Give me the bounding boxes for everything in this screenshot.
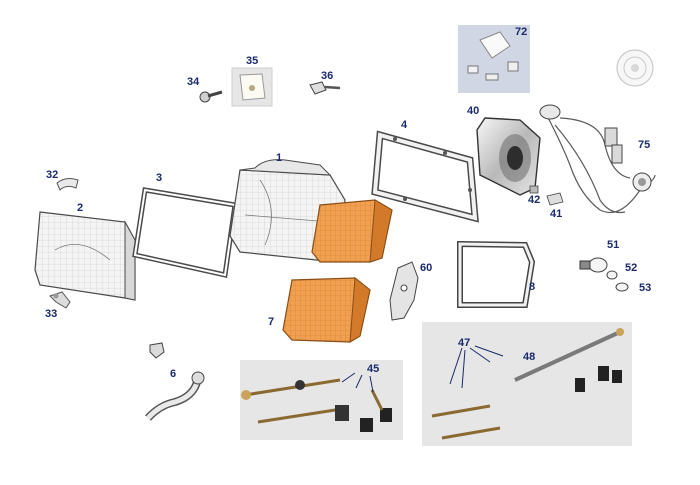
horn-part [616,49,654,87]
callout-label: 33 [45,308,57,320]
callout-label: 51 [607,239,619,251]
trim-frame-part [457,240,536,308]
callout-label: 75 [638,139,650,151]
bulb-part [579,257,608,273]
screw-part [199,90,223,103]
callout-label: 35 [246,55,258,67]
reflector-frame-part [371,130,479,223]
callout-label: 32 [46,169,58,181]
wiring-harness-part [539,104,656,214]
callout-label: 7 [268,316,274,328]
callout-label: 72 [515,26,527,38]
callout-label: 60 [420,262,432,274]
mounting-plate-part [389,261,419,321]
callout-label: 47 [458,337,470,349]
callout-label: 2 [77,202,83,214]
callout-label: 4 [401,119,408,131]
callout-label: 1 [276,152,282,164]
callout-label: 3 [156,172,162,184]
small-bulb-part [606,270,629,292]
amber-lens-part [282,277,371,343]
callout-label: 42 [528,194,540,206]
callout-label: 34 [187,76,200,88]
corner-indicator-part [311,199,393,263]
reflector-part [476,117,541,196]
callout-label: 41 [550,208,562,220]
screw-part [309,81,341,95]
leader-lines [341,345,504,393]
callout-label: 48 [523,351,535,363]
callout-label: 45 [367,363,379,375]
hose-part [145,371,205,421]
grommet-part [149,342,165,359]
gasket-frame-part [132,187,238,279]
bracket-part [49,291,71,309]
adjuster-cable-photo [422,322,632,446]
adjuster-hardware-photo [240,360,403,440]
clip-nut-photo [231,67,273,107]
clip-part [56,178,79,191]
callout-label: 8 [529,281,535,293]
callout-label: 53 [639,282,651,294]
callout-label: 40 [467,105,479,117]
callout-label: 52 [625,262,637,274]
callout-label: 6 [170,368,176,380]
headlight-lens-part [34,211,136,301]
socket-kit-photo [458,25,530,93]
callout-labels: 1 2 3 4 6 7 8 32 33 34 35 36 40 41 42 45… [45,26,651,380]
callout-label: 36 [321,70,333,82]
clip-small-part [529,185,564,206]
